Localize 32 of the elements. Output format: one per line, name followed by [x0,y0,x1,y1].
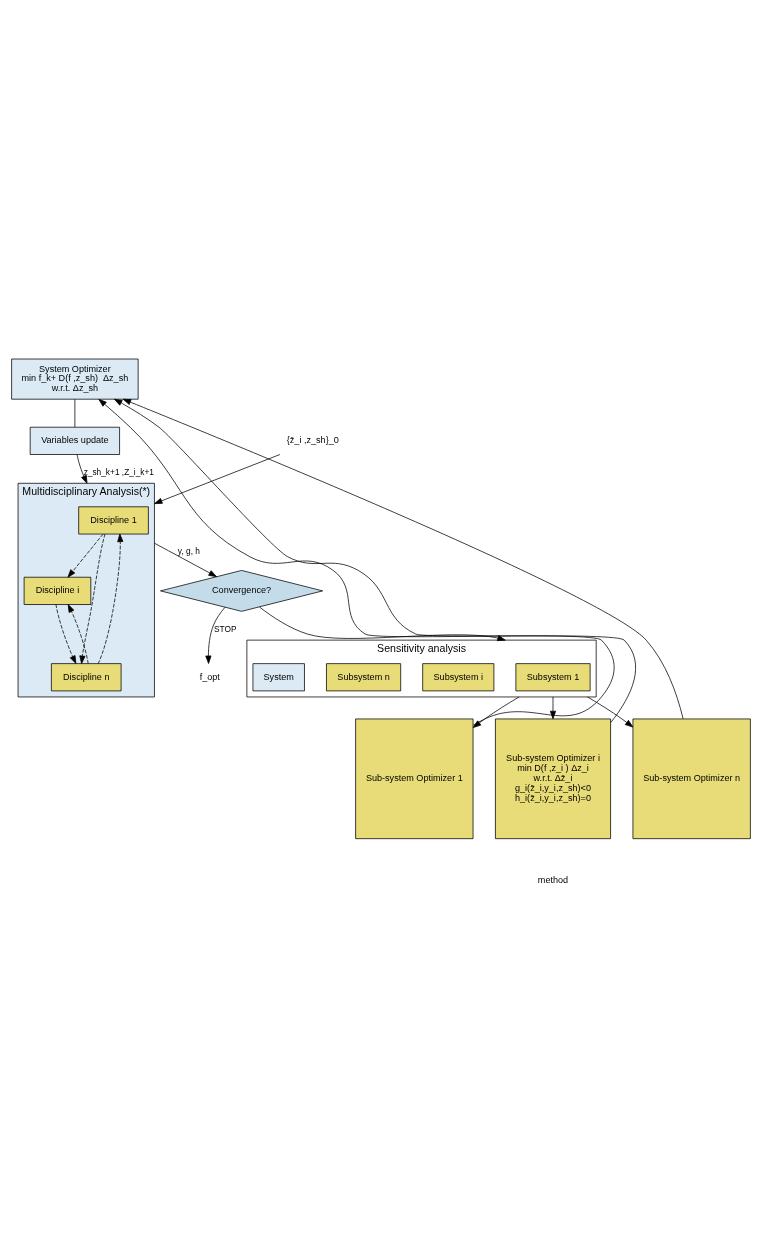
arrow [154,542,217,577]
edge-label: z_sh_k+1 ,Z_i_k+1 [83,466,155,477]
node-box: Variables update [29,426,120,455]
arrow [55,603,77,664]
node-box: Discipline 1 [78,505,149,534]
node-box: Subsystem n [326,662,402,691]
edge-label: y, g, h [177,545,200,556]
arrow [259,606,506,641]
node-box: Subsystem i [422,662,495,691]
arrow [549,696,557,719]
node-box: System Optimizer min f_k+ D(f ,z_sh) Δz_sh w.r.t. Δz_sh [11,358,139,400]
node-box: Discipline i [23,576,92,605]
arrow [97,533,124,664]
label: method [537,874,569,885]
arrow [67,603,89,664]
node-text: f_opt [199,671,220,682]
connector [74,398,76,427]
node-box: Sub-system Optimizer i min D(f ,z_i ) Δz_i w.r.t. Δz̄_i g_i(z̄_i,y_i,z_sh)<0 h_i(z̄_i,y_i,z_sh)=0 [495,718,611,839]
arrow [79,533,106,664]
edge-label: STOP [214,623,237,634]
arrow [587,696,634,727]
node-box: Sub-system Optimizer n [632,718,751,839]
node-box: Subsystem 1 [515,662,591,691]
node-box: Discipline n [51,662,122,691]
arrow [205,606,226,664]
arrow [67,533,104,578]
arrow [154,453,281,504]
arrow [472,696,520,728]
arrow [76,453,88,484]
node-box: System [252,662,305,691]
node-text: {z̄_i ,z_sh}_0 [286,434,339,445]
node-box: Sub-system Optimizer 1 [355,718,474,839]
